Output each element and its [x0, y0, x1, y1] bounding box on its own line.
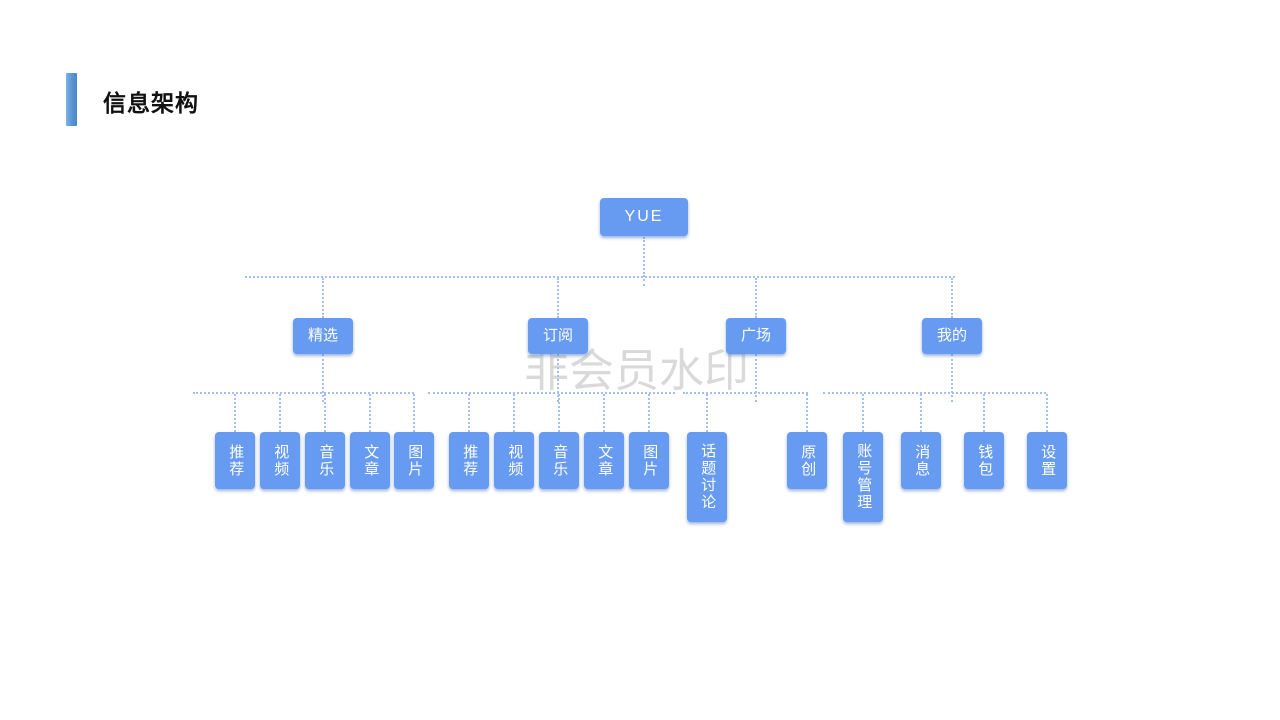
connector-featured-bus	[193, 392, 414, 394]
node-mine: 我的	[922, 318, 982, 354]
node-account-management: 账号管理	[843, 432, 883, 522]
connector-subscribe-bus	[428, 392, 675, 394]
connector-drop-message	[920, 394, 922, 432]
connector-drop-featured-picture	[413, 394, 415, 432]
connector-drop-featured	[322, 278, 324, 318]
node-wallet: 钱包	[964, 432, 1004, 489]
node-root: YUE	[600, 198, 688, 236]
connector-drop-settings	[1046, 394, 1048, 432]
node-subscribe: 订阅	[528, 318, 588, 354]
connector-drop-featured-video	[279, 394, 281, 432]
connector-drop-mine	[951, 278, 953, 318]
node-subscribe-recommend: 推荐	[449, 432, 489, 489]
connector-drop-subscribe-video	[513, 394, 515, 432]
connector-featured-tail	[322, 395, 324, 402]
connector-drop-subscribe	[557, 278, 559, 318]
node-plaza: 广场	[726, 318, 786, 354]
connector-plaza-bus	[683, 392, 808, 394]
node-featured-video: 视频	[260, 432, 300, 489]
connector-plaza-down	[755, 354, 757, 393]
connector-drop-featured-article	[369, 394, 371, 432]
connector-drop-featured-recommend	[234, 394, 236, 432]
node-settings: 设置	[1027, 432, 1067, 489]
connector-drop-wallet	[983, 394, 985, 432]
connector-root-tail	[643, 279, 645, 286]
connector-mine-tail	[951, 395, 953, 402]
node-subscribe-picture: 图片	[629, 432, 669, 489]
connector-mine-down	[951, 354, 953, 393]
connector-plaza-tail	[755, 395, 757, 402]
node-featured-recommend: 推荐	[215, 432, 255, 489]
node-featured-article: 文章	[350, 432, 390, 489]
connector-level2-bus	[245, 276, 955, 278]
node-subscribe-music: 音乐	[539, 432, 579, 489]
connector-drop-subscribe-picture	[648, 394, 650, 432]
connector-drop-subscribe-music	[558, 394, 560, 432]
node-featured: 精选	[293, 318, 353, 354]
node-featured-picture: 图片	[394, 432, 434, 489]
connector-root-down	[643, 237, 645, 277]
connector-subscribe-down	[557, 354, 559, 393]
node-topic-discussion: 话题讨论	[687, 432, 727, 522]
connector-drop-subscribe-recommend	[468, 394, 470, 432]
connector-featured-down	[322, 354, 324, 393]
title-accent-bar	[66, 73, 77, 126]
connector-drop-topic-discussion	[706, 394, 708, 432]
node-subscribe-article: 文章	[584, 432, 624, 489]
connector-drop-plaza	[755, 278, 757, 318]
page-title: 信息架构	[103, 90, 199, 116]
connector-drop-featured-music	[324, 394, 326, 432]
node-message: 消息	[901, 432, 941, 489]
connector-drop-original	[806, 394, 808, 432]
connector-drop-subscribe-article	[603, 394, 605, 432]
node-original: 原创	[787, 432, 827, 489]
connector-mine-bus	[823, 392, 1046, 394]
node-featured-music: 音乐	[305, 432, 345, 489]
connector-drop-account-management	[862, 394, 864, 432]
node-subscribe-video: 视频	[494, 432, 534, 489]
